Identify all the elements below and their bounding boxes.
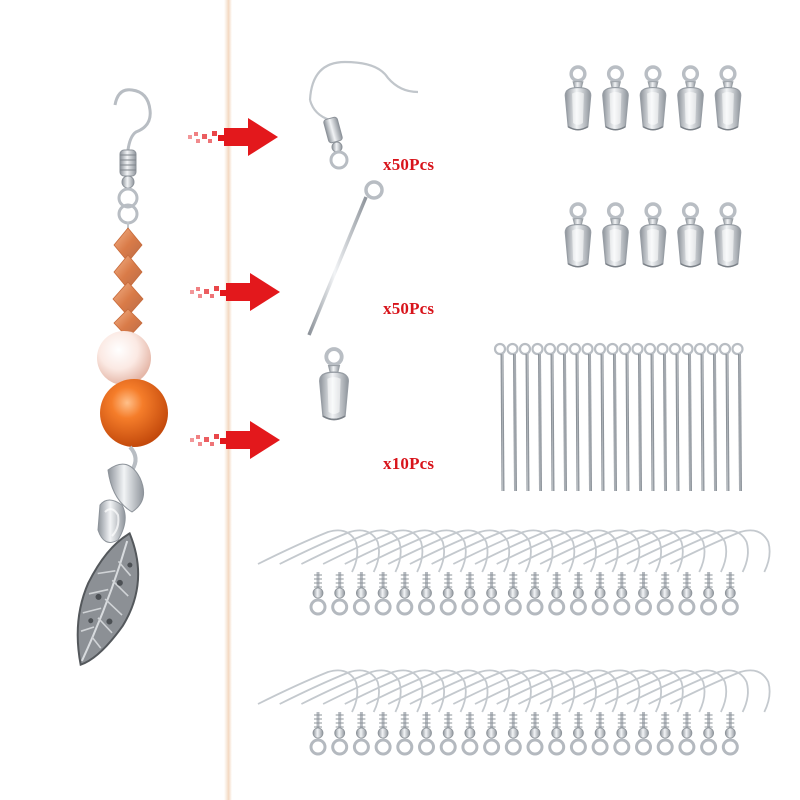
arrow-icon [190, 273, 280, 311]
arrow-icon [190, 421, 280, 459]
eye-pin-item [543, 342, 557, 493]
pinch-bail-quantity: x10Pcs [383, 454, 435, 473]
eye-pin-item [506, 342, 519, 493]
pinch-bail-item [601, 202, 630, 269]
eye-pin-item [531, 342, 544, 493]
eye-pin-item [718, 342, 732, 493]
ear-wire-single [308, 60, 419, 170]
assembled-earring [76, 88, 168, 667]
eye-pin-item [643, 342, 657, 493]
eye-pin-item [681, 342, 694, 493]
eye-pin-item [631, 342, 644, 493]
eye-pin-item [731, 342, 744, 493]
pinch-bail-item [601, 65, 630, 132]
pinch-bail-single [317, 347, 351, 422]
eye-pin-item [493, 342, 507, 493]
pinch-bail-item [676, 202, 705, 269]
eye-pin-item [556, 342, 569, 493]
eye-pin-item [581, 342, 594, 493]
eye-pin-item [568, 342, 582, 493]
eye-pin-item [706, 342, 719, 493]
pinch-bail-item [563, 65, 593, 132]
divider-line [224, 0, 232, 800]
eye-pin-quantity: x50Pcs [383, 299, 435, 318]
eye-pin-item [693, 342, 707, 493]
pinch-bail-item [676, 65, 705, 132]
pinch-bail-item [638, 65, 668, 132]
pinch-bail-item [713, 202, 743, 269]
pinch-bail-item [638, 202, 668, 269]
eye-pin-item [518, 342, 532, 493]
eye-pin-item [618, 342, 632, 493]
ear-wire-quantity: x50Pcs [383, 155, 435, 174]
eye-pin-item [668, 342, 682, 493]
eye-pin-item [656, 342, 669, 493]
eye-pin-item [593, 342, 607, 493]
pinch-bail-item [713, 65, 743, 132]
pinch-bail-item [563, 202, 593, 269]
arrow-icon [188, 118, 278, 156]
eye-pin-single [307, 180, 384, 336]
eye-pin-item [606, 342, 619, 493]
